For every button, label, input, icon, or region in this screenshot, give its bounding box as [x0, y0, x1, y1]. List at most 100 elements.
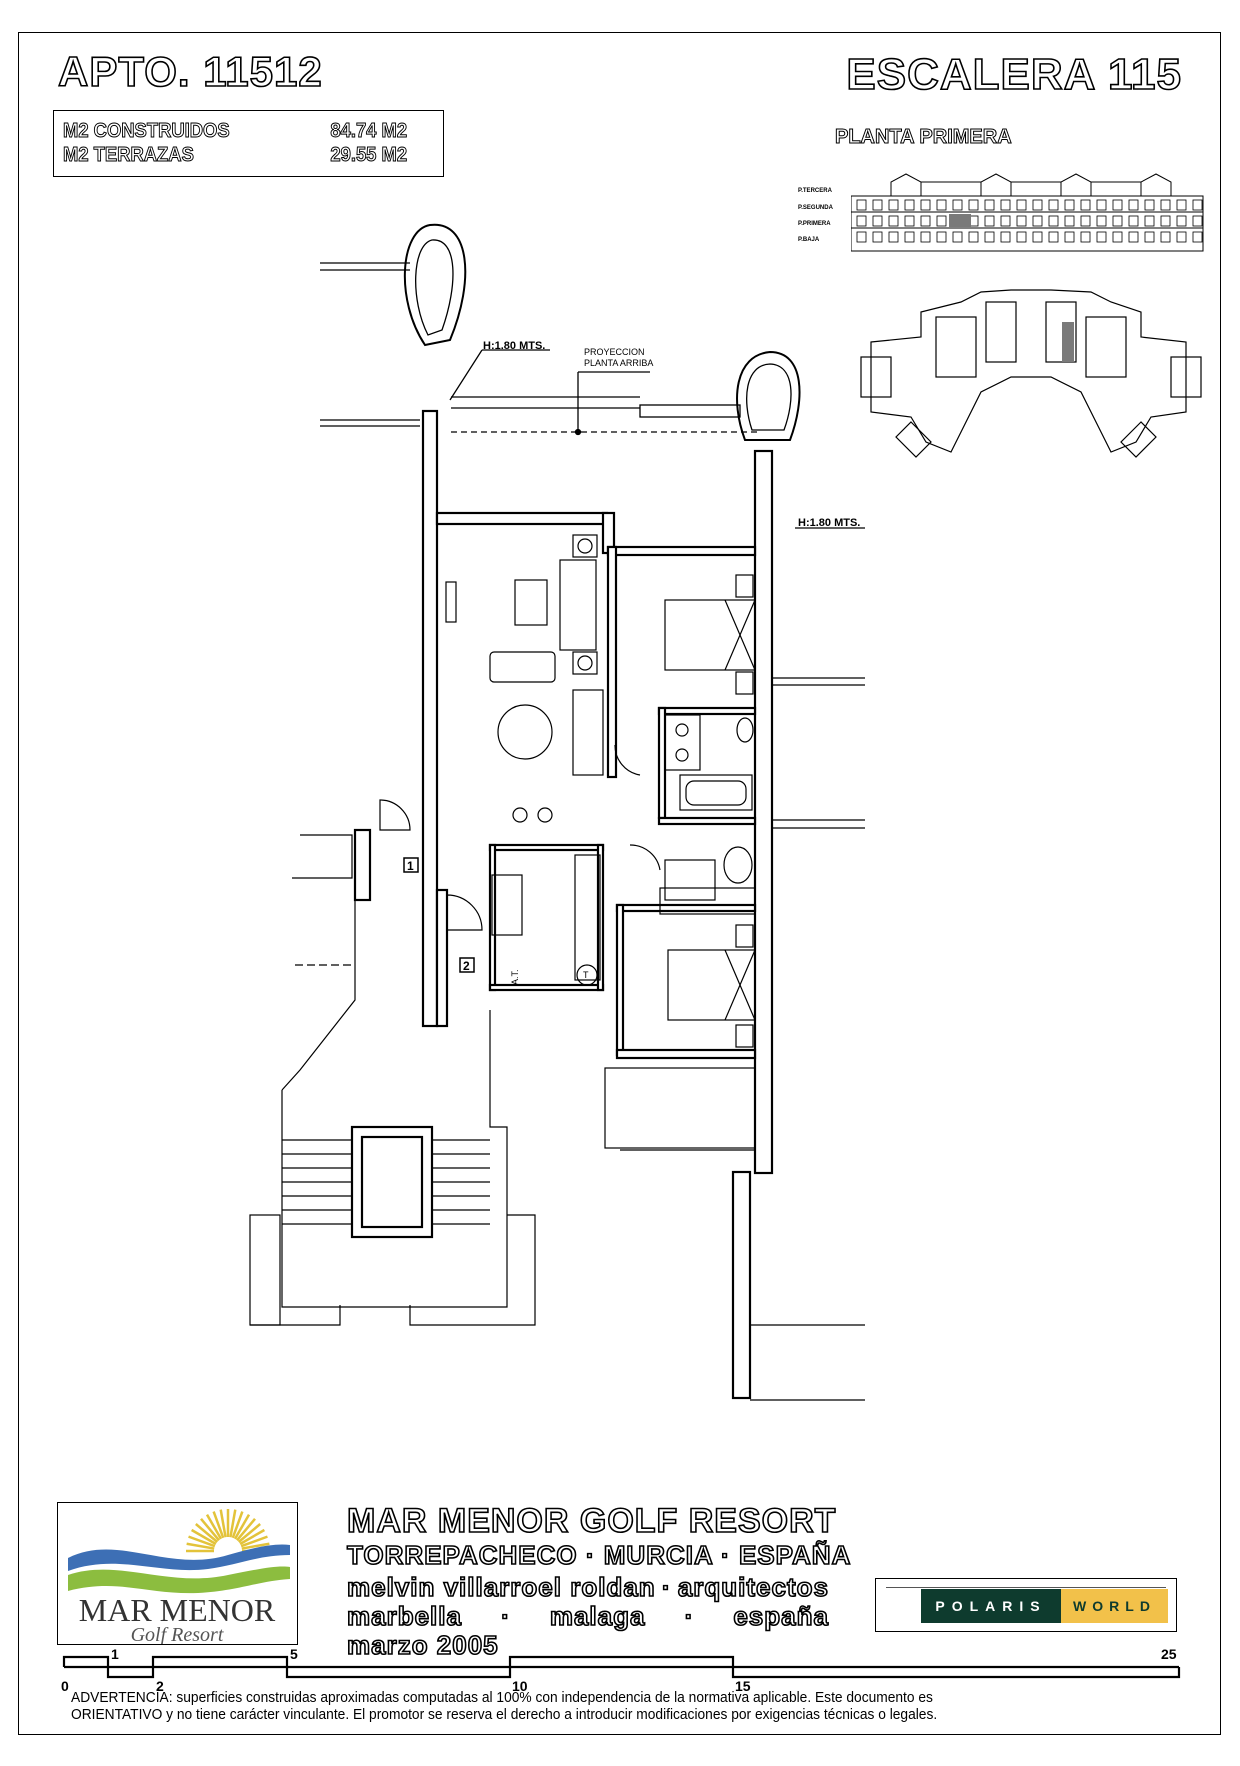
sun-ray [233, 1514, 251, 1540]
elevation-window [1016, 199, 1027, 211]
elevation-window [1144, 215, 1155, 227]
logo-text: MAR MENOR [79, 1592, 276, 1628]
separator: · [661, 1571, 672, 1603]
sun-ray [229, 1509, 237, 1538]
scale-tick: 15 [735, 1678, 751, 1693]
elevation-window [1048, 199, 1059, 211]
resort-name: MAR MENOR GOLF RESORT [346, 1501, 837, 1541]
elevation-window [1160, 231, 1171, 243]
elevation-window [936, 215, 947, 227]
sun-ray [191, 1528, 217, 1546]
scale-tick: 2 [156, 1678, 164, 1693]
location-part: MURCIA [603, 1539, 713, 1571]
scale-bar: 0 1 2 5 10 15 25 [61, 1646, 1181, 1693]
elevation-window [968, 199, 979, 211]
resort-location: TORREPACHECO · MURCIA · ESPAÑA [346, 1539, 851, 1571]
office-part: malaga [549, 1600, 646, 1632]
elevation-window [1176, 231, 1187, 243]
elevation-window [888, 231, 899, 243]
elevation-window [984, 199, 995, 211]
elevation-window [1000, 199, 1011, 211]
building-elevation-key: P.TERCERA P.SEGUNDA P.PRIMERA P.BAJA [798, 170, 1208, 255]
sun-ray [240, 1535, 268, 1548]
area-value: 84.74 M2 [330, 120, 408, 143]
elevation-window [1112, 199, 1123, 211]
disclaimer: ADVERTENCIA: superficies construidas apr… [71, 1690, 937, 1724]
elevation-window [920, 199, 931, 211]
elevation-window [1064, 199, 1075, 211]
elevation-window [888, 215, 899, 227]
elevation-window [856, 199, 867, 211]
polaris-world-logo: POLARIS WORLD [875, 1578, 1177, 1632]
sun-ray [205, 1514, 223, 1540]
area-value: 29.55 M2 [330, 144, 408, 167]
elevation-window [856, 231, 867, 243]
elevation-window [952, 199, 963, 211]
elevation-window [856, 215, 867, 227]
elevation-window [1096, 215, 1107, 227]
separator: · [585, 1539, 596, 1571]
office-part: marbella [346, 1600, 462, 1632]
elevation-window [1064, 215, 1075, 227]
elevation-window [904, 231, 915, 243]
elevation-window [1128, 199, 1139, 211]
elevation-window [1048, 231, 1059, 243]
elevation-window [1144, 231, 1155, 243]
elevation-window [1176, 199, 1187, 211]
elevation-window [1192, 215, 1203, 227]
separator: · [500, 1600, 511, 1632]
highlighted-unit [1062, 322, 1074, 362]
level-label: P.PRIMERA [798, 221, 831, 227]
elevation-window [952, 231, 963, 243]
sun-ray [219, 1509, 227, 1538]
elevation-window [1032, 199, 1043, 211]
logo-subtext: Golf Resort [131, 1624, 224, 1644]
elevation-window [1160, 199, 1171, 211]
elevation-window [984, 215, 995, 227]
sun-ray [236, 1518, 256, 1542]
elevation-window [1128, 231, 1139, 243]
elevation-window [888, 199, 899, 211]
elevation-window [1096, 231, 1107, 243]
architect-name: melvin villarroel roldan [346, 1571, 656, 1603]
elevation-window [1192, 231, 1203, 243]
sun-ray [231, 1511, 244, 1539]
sun-ray [212, 1511, 225, 1539]
area-row: M2 CONSTRUIDOS 84.74 M2 [63, 120, 408, 143]
mar-menor-logo: MAR MENOR Golf Resort [57, 1502, 298, 1646]
elevation-window [1144, 199, 1155, 211]
polaris-text: POLARIS [921, 1589, 1061, 1623]
architect-role: arquitectos [677, 1571, 829, 1603]
elevation-window [1016, 215, 1027, 227]
elevation-window [1000, 215, 1011, 227]
area-label: M2 CONSTRUIDOS [63, 120, 231, 143]
sun-ray [200, 1518, 220, 1542]
area-row: M2 TERRAZAS 29.55 M2 [63, 144, 408, 167]
scale-tick: 1 [111, 1646, 119, 1662]
highlighted-unit [949, 214, 971, 227]
sun-ray [186, 1542, 215, 1550]
scale-tick: 10 [512, 1678, 528, 1693]
elevation-window [1080, 231, 1091, 243]
elevation-window [984, 231, 995, 243]
elevation-window [1096, 199, 1107, 211]
sun-ray [195, 1523, 219, 1543]
disclaimer-line: ADVERTENCIA: superficies construidas apr… [71, 1690, 933, 1706]
area-label: M2 TERRAZAS [63, 144, 195, 167]
elevation-window [872, 199, 883, 211]
elevation-window [968, 231, 979, 243]
scale-tick: 0 [61, 1678, 69, 1693]
separator: · [720, 1539, 731, 1571]
elevation-window [1048, 215, 1059, 227]
level-label: P.SEGUNDA [798, 205, 833, 211]
elevation-window [1016, 231, 1027, 243]
elevation-window [920, 231, 931, 243]
elevation-window [1112, 215, 1123, 227]
elevation-window [1080, 215, 1091, 227]
scale-tick: 25 [1161, 1646, 1177, 1662]
disclaimer-line: ORIENTATIVO y no tiene carácter vinculan… [71, 1707, 938, 1723]
elevation-window [1032, 231, 1043, 243]
area-table: M2 CONSTRUIDOS 84.74 M2 M2 TERRAZAS 29.5… [53, 110, 444, 177]
elevation-window [1032, 215, 1043, 227]
office-line: marbella · malaga · españa [346, 1600, 829, 1632]
